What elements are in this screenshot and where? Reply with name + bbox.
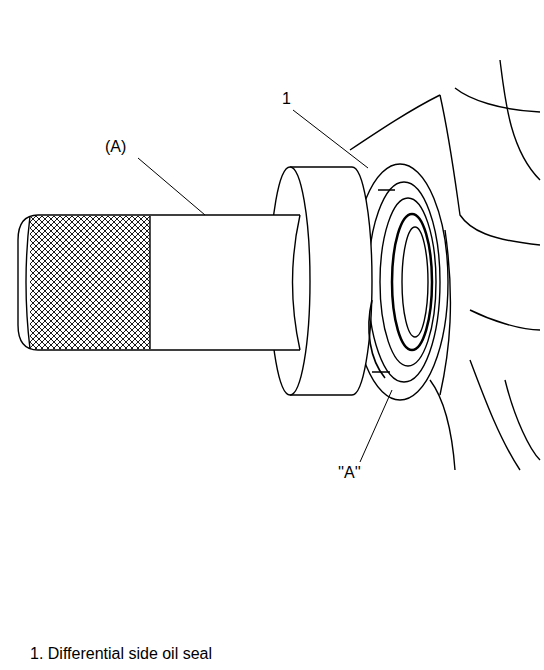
caption: 1. Differential side oil seal (30, 645, 212, 663)
callout-label: (A) (105, 138, 126, 156)
leader-line (138, 110, 392, 462)
installer-tool (18, 167, 372, 395)
callout-label: ''A'' (338, 464, 361, 482)
housing (350, 60, 540, 470)
callout-label: 1 (282, 90, 291, 108)
